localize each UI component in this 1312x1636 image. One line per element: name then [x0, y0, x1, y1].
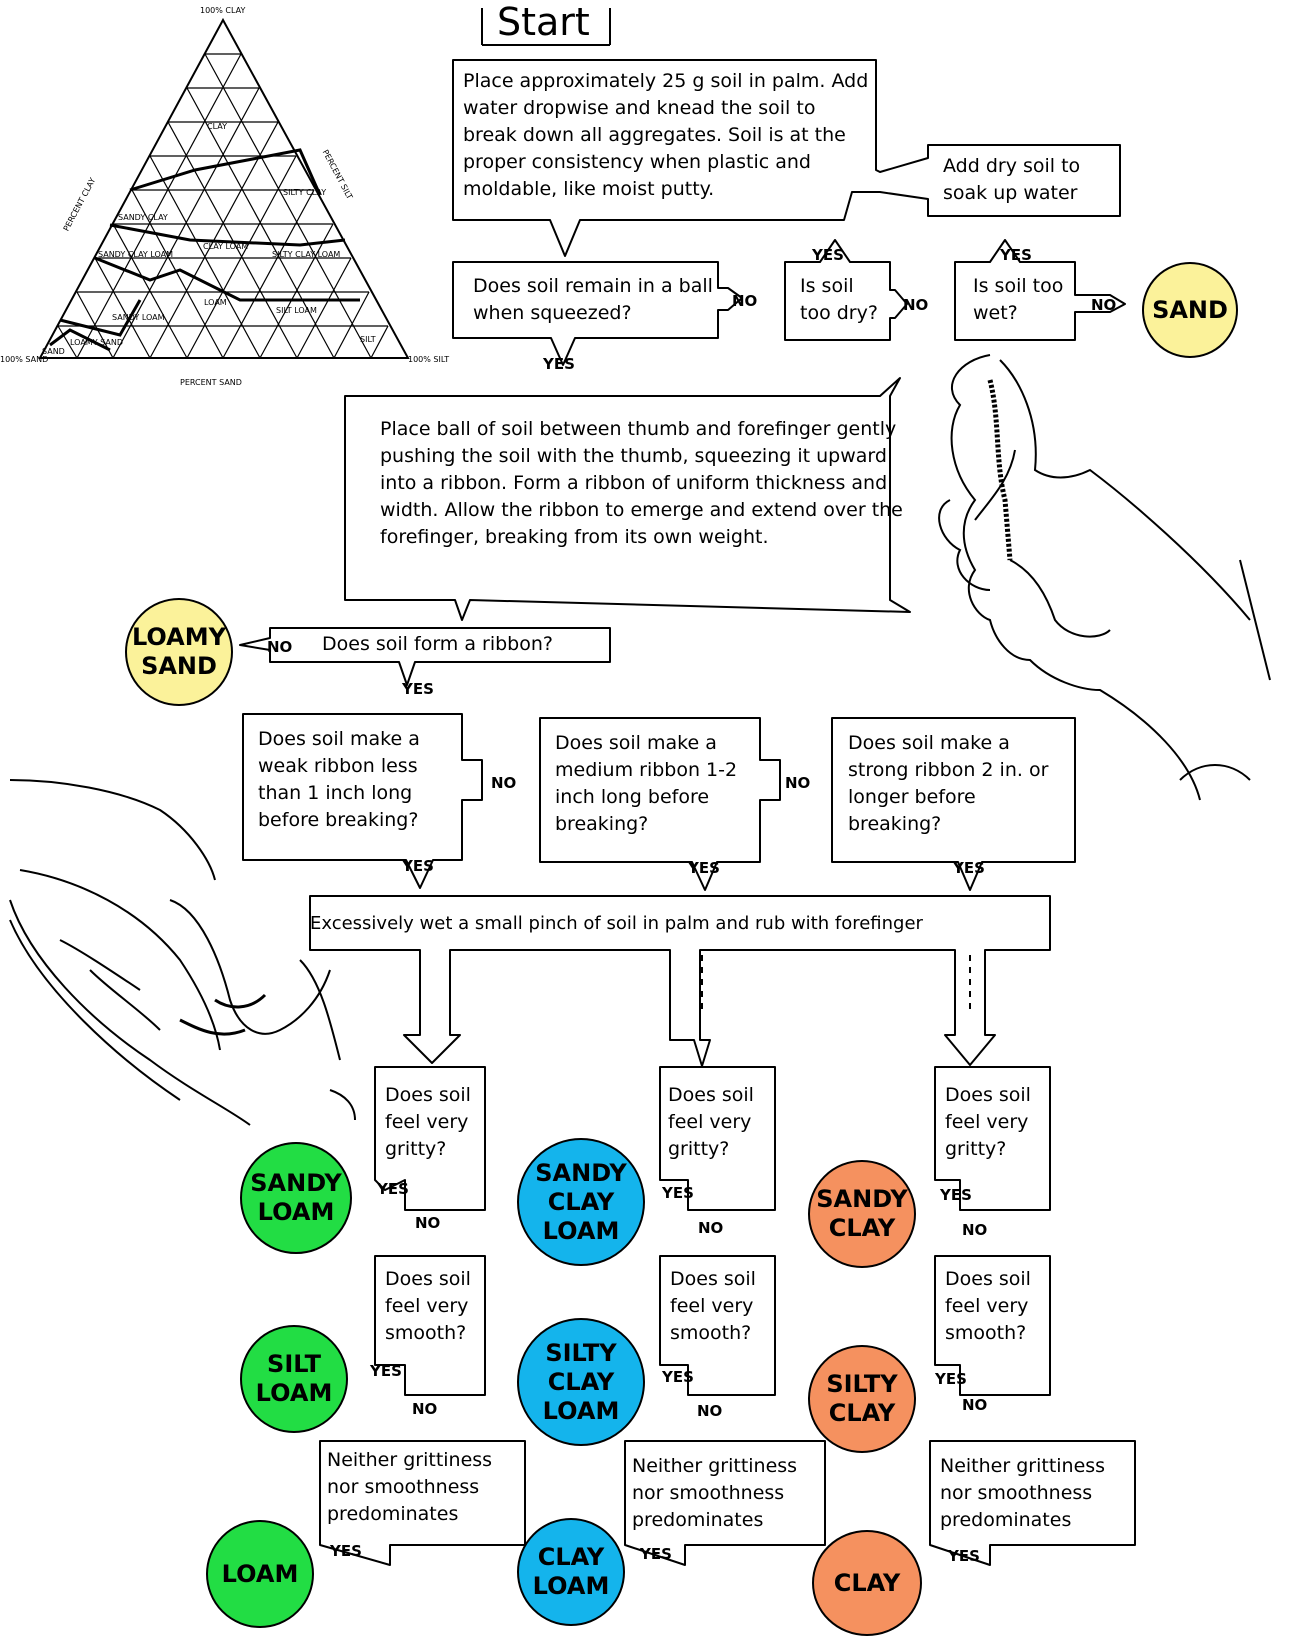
result-sandy-clay: SANDY CLAY: [808, 1160, 916, 1268]
gritty-question-3: Does soil feel very gritty?: [945, 1084, 1031, 1160]
result-clay: CLAY: [812, 1530, 922, 1636]
smooth-question-2: Does soil feel very smooth?: [670, 1268, 756, 1344]
rubbing-hand-illustration: [9, 779, 356, 1126]
no-label-gritty-2: NO: [698, 1219, 724, 1237]
yes-label-smooth-2: YES: [662, 1368, 694, 1386]
too-wet-question: Is soil too wet?: [973, 275, 1064, 324]
triangle-region-silty-clay-loam: SILTY CLAY LOAM: [272, 250, 341, 259]
add-dry-soil-step: Add dry soil to soak up water: [943, 155, 1081, 204]
remain-ball-question: Does soil remain in a ball when squeezed…: [473, 275, 713, 324]
result-silty-clay-loam: SILTY CLAY LOAM: [517, 1318, 645, 1446]
result-loam: LOAM: [206, 1520, 314, 1628]
result-clay-loam: CLAY LOAM: [517, 1518, 625, 1626]
medium-ribbon-question: Does soil make a medium ribbon 1-2 inch …: [555, 732, 738, 835]
triangle-right-corner-label: 100% SILT: [408, 355, 450, 364]
weak-ribbon-question: Does soil make a weak ribbon less than 1…: [258, 728, 420, 831]
neither-step-3: Neither grittiness nor smoothness predom…: [940, 1455, 1106, 1531]
yes-label-ribbon: YES: [402, 680, 434, 698]
triangle-region-sand: SAND: [42, 347, 65, 356]
triangle-left-corner-label: 100% SAND: [0, 355, 49, 364]
no-label-ribbon: NO: [267, 638, 293, 656]
triangle-region-silt: SILT: [360, 335, 376, 344]
no-label-smooth-3: NO: [962, 1396, 988, 1414]
ribbon-hand-illustration: [938, 354, 1271, 801]
triangle-region-loamy-sand: LOAMY SAND: [70, 338, 123, 347]
no-label-gritty-3: NO: [962, 1221, 988, 1239]
yes-label-neither-2: YES: [640, 1545, 672, 1563]
yes-label-gritty-1: YES: [377, 1180, 409, 1198]
triangle-top-label: 100% CLAY: [200, 6, 246, 15]
no-label-gritty-1: NO: [415, 1214, 441, 1232]
result-sandy-loam: SANDY LOAM: [240, 1142, 352, 1254]
yes-label-wet: YES: [1000, 246, 1032, 264]
yes-label-dry: YES: [812, 246, 844, 264]
no-label-weak: NO: [491, 774, 517, 792]
result-sand: SAND: [1142, 262, 1238, 358]
yes-label-medium: YES: [688, 859, 720, 877]
no-label-wet: NO: [1091, 296, 1117, 314]
triangle-region-silt-loam: SILT LOAM: [276, 306, 317, 315]
result-silt-loam: SILT LOAM: [240, 1325, 348, 1433]
smooth-question-1: Does soil feel very smooth?: [385, 1268, 471, 1344]
result-silty-clay: SILTY CLAY: [808, 1345, 916, 1453]
yes-label-gritty-2: YES: [662, 1184, 694, 1202]
triangle-region-sandy-clay: SANDY CLAY: [118, 213, 168, 222]
triangle-bottom-axis-label: PERCENT SAND: [180, 378, 242, 387]
neither-step-2: Neither grittiness nor smoothness predom…: [632, 1455, 798, 1531]
yes-label-smooth-3: YES: [935, 1370, 967, 1388]
yes-label-strong: YES: [953, 859, 985, 877]
neither-step-1: Neither grittiness nor smoothness predom…: [327, 1449, 493, 1525]
result-sandy-clay-loam: SANDY CLAY LOAM: [517, 1138, 645, 1266]
no-label-dry: NO: [903, 296, 929, 314]
yes-label-neither-3: YES: [948, 1547, 980, 1565]
yes-label-weak: YES: [402, 857, 434, 875]
soil-texture-triangle: [38, 17, 410, 359]
no-label-medium: NO: [785, 774, 811, 792]
triangle-region-silty-clay: SILTY CLAY: [283, 188, 327, 197]
smooth-question-3: Does soil feel very smooth?: [945, 1268, 1031, 1344]
form-ribbon-question: Does soil form a ribbon?: [322, 633, 553, 655]
gritty-question-2: Does soil feel very gritty?: [668, 1084, 754, 1160]
no-label-ball: NO: [732, 292, 758, 310]
gritty-question-1: Does soil feel very gritty?: [385, 1084, 471, 1160]
too-dry-question: Is soil too dry?: [800, 275, 878, 324]
wet-pinch-step: Excessively wet a small pinch of soil in…: [310, 913, 923, 934]
yes-label-gritty-3: YES: [940, 1186, 972, 1204]
no-label-smooth-1: NO: [412, 1400, 438, 1418]
triangle-region-clay: CLAY: [207, 122, 227, 131]
triangle-region-sandy-clay-loam: SANDY CLAY LOAM: [98, 250, 174, 259]
result-loamy-sand: LOAMY SAND: [125, 598, 233, 706]
strong-ribbon-question: Does soil make a strong ribbon 2 in. or …: [848, 732, 1049, 835]
triangle-region-sandy-loam: SANDY LOAM: [112, 313, 165, 322]
yes-label-smooth-1: YES: [370, 1362, 402, 1380]
ribbon-instruction-step: Place ball of soil between thumb and for…: [380, 418, 903, 548]
yes-label-ball: YES: [543, 355, 575, 373]
triangle-region-loam: LOAM: [204, 298, 227, 307]
knead-step: Place approximately 25 g soil in palm. A…: [463, 70, 869, 200]
yes-label-neither-1: YES: [330, 1542, 362, 1560]
start-label: Start: [497, 0, 590, 44]
triangle-region-clay-loam: CLAY LOAM: [203, 242, 249, 251]
no-label-smooth-2: NO: [697, 1402, 723, 1420]
